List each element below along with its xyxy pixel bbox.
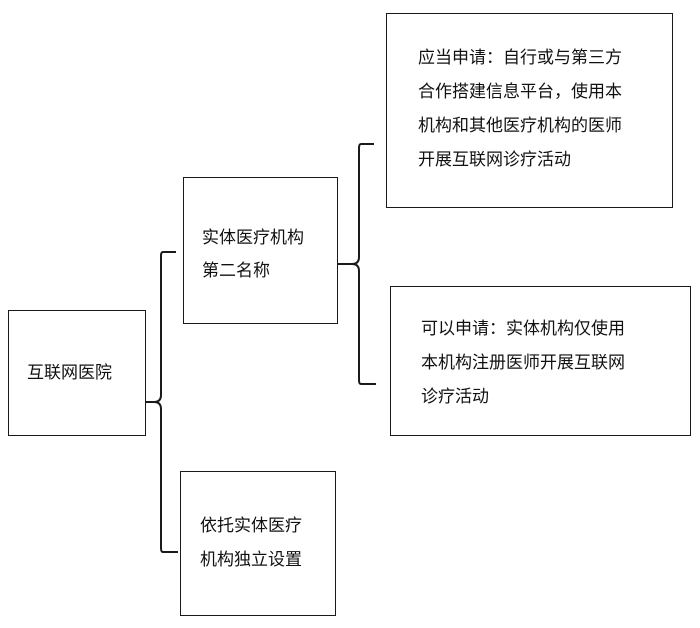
child-node-line: 开展互联网诊疗活动: [418, 150, 571, 170]
branch-node-independent: 依托实体医疗 机构独立设置: [180, 471, 336, 616]
branch-node-line: 依托实体医疗: [200, 516, 302, 536]
branch-node-line: 实体医疗机构: [202, 228, 304, 248]
root-node: 互联网医院: [8, 310, 146, 436]
child-node-line: 诊疗活动: [421, 387, 489, 407]
root-brace: [146, 251, 178, 553]
root-node-label: 互联网医院: [27, 363, 112, 383]
child-node-line: 本机构注册医师开展互联网: [421, 353, 625, 373]
child-node-may-apply: 可以申请：实体机构仅使用 本机构注册医师开展互联网 诊疗活动: [390, 286, 691, 436]
child-node-line: 可以申请：实体机构仅使用: [421, 319, 625, 339]
branch-node-line: 机构独立设置: [200, 550, 302, 570]
child-node-should-apply: 应当申请：自行或与第三方 合作搭建信息平台，使用本 机构和其他医疗机构的医师 开…: [386, 13, 673, 208]
branch-brace: [338, 143, 376, 385]
branch-node-second-name: 实体医疗机构 第二名称: [183, 177, 338, 324]
child-node-line: 机构和其他医疗机构的医师: [418, 116, 622, 136]
child-node-line: 合作搭建信息平台，使用本: [418, 82, 622, 102]
branch-node-line: 第二名称: [202, 261, 270, 281]
child-node-line: 应当申请：自行或与第三方: [418, 48, 622, 68]
